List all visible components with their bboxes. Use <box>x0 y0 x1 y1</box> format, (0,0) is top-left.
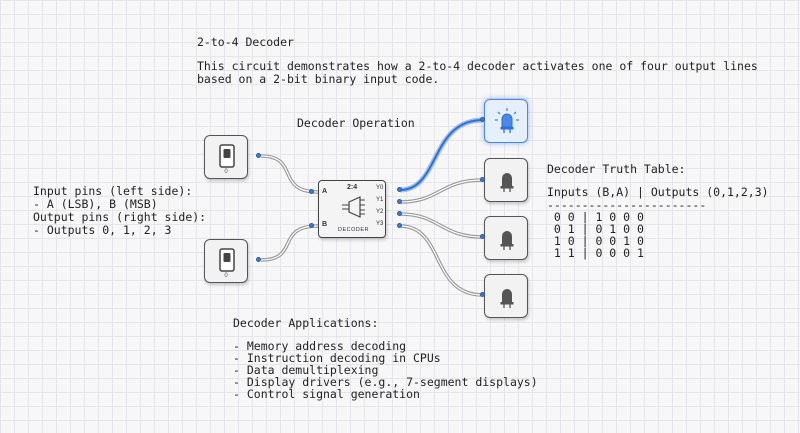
truth-table-title: Decoder Truth Table: <box>547 162 686 176</box>
led-3-input-pin[interactable] <box>480 292 485 297</box>
decoder-output-label: Y2 <box>376 209 384 215</box>
applications-title: Decoder Applications: <box>233 316 379 330</box>
pins-note-line-1: Input pins (left side): <box>33 184 193 198</box>
output-led-2[interactable] <box>484 216 528 260</box>
led-bulb-icon <box>500 173 514 192</box>
truth-table-row: 0 1 | 0 1 0 0 <box>547 222 644 236</box>
switch-b-output-pin[interactable] <box>256 257 261 262</box>
applications-item: - Control signal generation <box>233 387 420 401</box>
pins-note-line-4: - Outputs 0, 1, 2, 3 <box>33 223 172 237</box>
decoder-name-label: DECODER <box>338 227 370 233</box>
decoder-output-label: Y3 <box>376 221 384 227</box>
decoder-input-a-pin[interactable] <box>309 189 314 194</box>
wire-switch-b <box>260 224 319 262</box>
truth-table-row: 1 0 | 0 0 1 0 <box>547 234 644 248</box>
wire-switch-a <box>260 154 319 194</box>
switch-value: 0 <box>224 169 228 175</box>
truth-table-header: Inputs (B,A) | Outputs (0,1,2,3) <box>547 185 769 199</box>
output-led-3[interactable] <box>484 274 528 318</box>
pins-note-line-2: - A (LSB), B (MSB) <box>33 197 158 211</box>
input-switch-b[interactable]: 0 <box>204 239 248 283</box>
pins-note-line-3: Output pins (right side): <box>33 210 207 224</box>
decoder-type-label: 2:4 <box>347 184 358 191</box>
decoder-output-label: Y0 <box>376 185 384 191</box>
led-bulb-icon <box>495 108 519 133</box>
toggle-switch-icon <box>219 144 235 168</box>
decoder-input-a-label: A <box>322 188 328 195</box>
circuit-title: 2-to-4 Decoder <box>197 35 294 49</box>
decoder-output-pin-3[interactable] <box>397 223 402 228</box>
decoder-output-pin-2[interactable] <box>397 211 402 216</box>
applications-item: - Data demultiplexing <box>233 363 379 377</box>
led-bulb-icon <box>500 231 514 250</box>
description-line-2: based on a 2-bit binary input code. <box>197 72 440 86</box>
led-0-input-pin[interactable] <box>480 117 485 122</box>
applications-item: - Display drivers (e.g., 7-segment displ… <box>233 375 538 389</box>
decoder-output-pin-1[interactable] <box>397 199 402 204</box>
decoder-input-b-pin[interactable] <box>309 223 314 228</box>
decoder-symbol-icon <box>341 195 365 218</box>
input-switch-a[interactable]: 0 <box>204 135 248 179</box>
description-line-1: This circuit demonstrates how a 2-to-4 d… <box>197 59 758 73</box>
decoder-output-pin-0[interactable] <box>397 187 402 192</box>
decoder-2-to-4[interactable]: 2:4 A B Y0 Y1 Y2 Y3 DECODER <box>318 180 386 238</box>
decoder-output-label: Y1 <box>376 197 384 203</box>
led-1-input-pin[interactable] <box>480 177 485 182</box>
decoder-input-b-label: B <box>322 221 328 228</box>
truth-table-row: 0 0 | 1 0 0 0 <box>547 210 644 224</box>
truth-table-row: 1 1 | 0 0 0 1 <box>547 246 644 260</box>
switch-value: 0 <box>224 273 228 279</box>
switch-a-output-pin[interactable] <box>256 153 261 158</box>
toggle-switch-icon <box>219 248 235 272</box>
operation-label: Decoder Operation <box>297 116 415 130</box>
applications-item: - Instruction decoding in CPUs <box>233 351 441 365</box>
applications-item: - Memory address decoding <box>233 339 407 353</box>
led-bulb-icon <box>500 289 514 308</box>
truth-table-separator: ----------------------- <box>547 198 707 212</box>
output-led-1[interactable] <box>484 158 528 202</box>
output-led-0[interactable] <box>484 99 528 143</box>
led-2-input-pin[interactable] <box>480 234 485 239</box>
